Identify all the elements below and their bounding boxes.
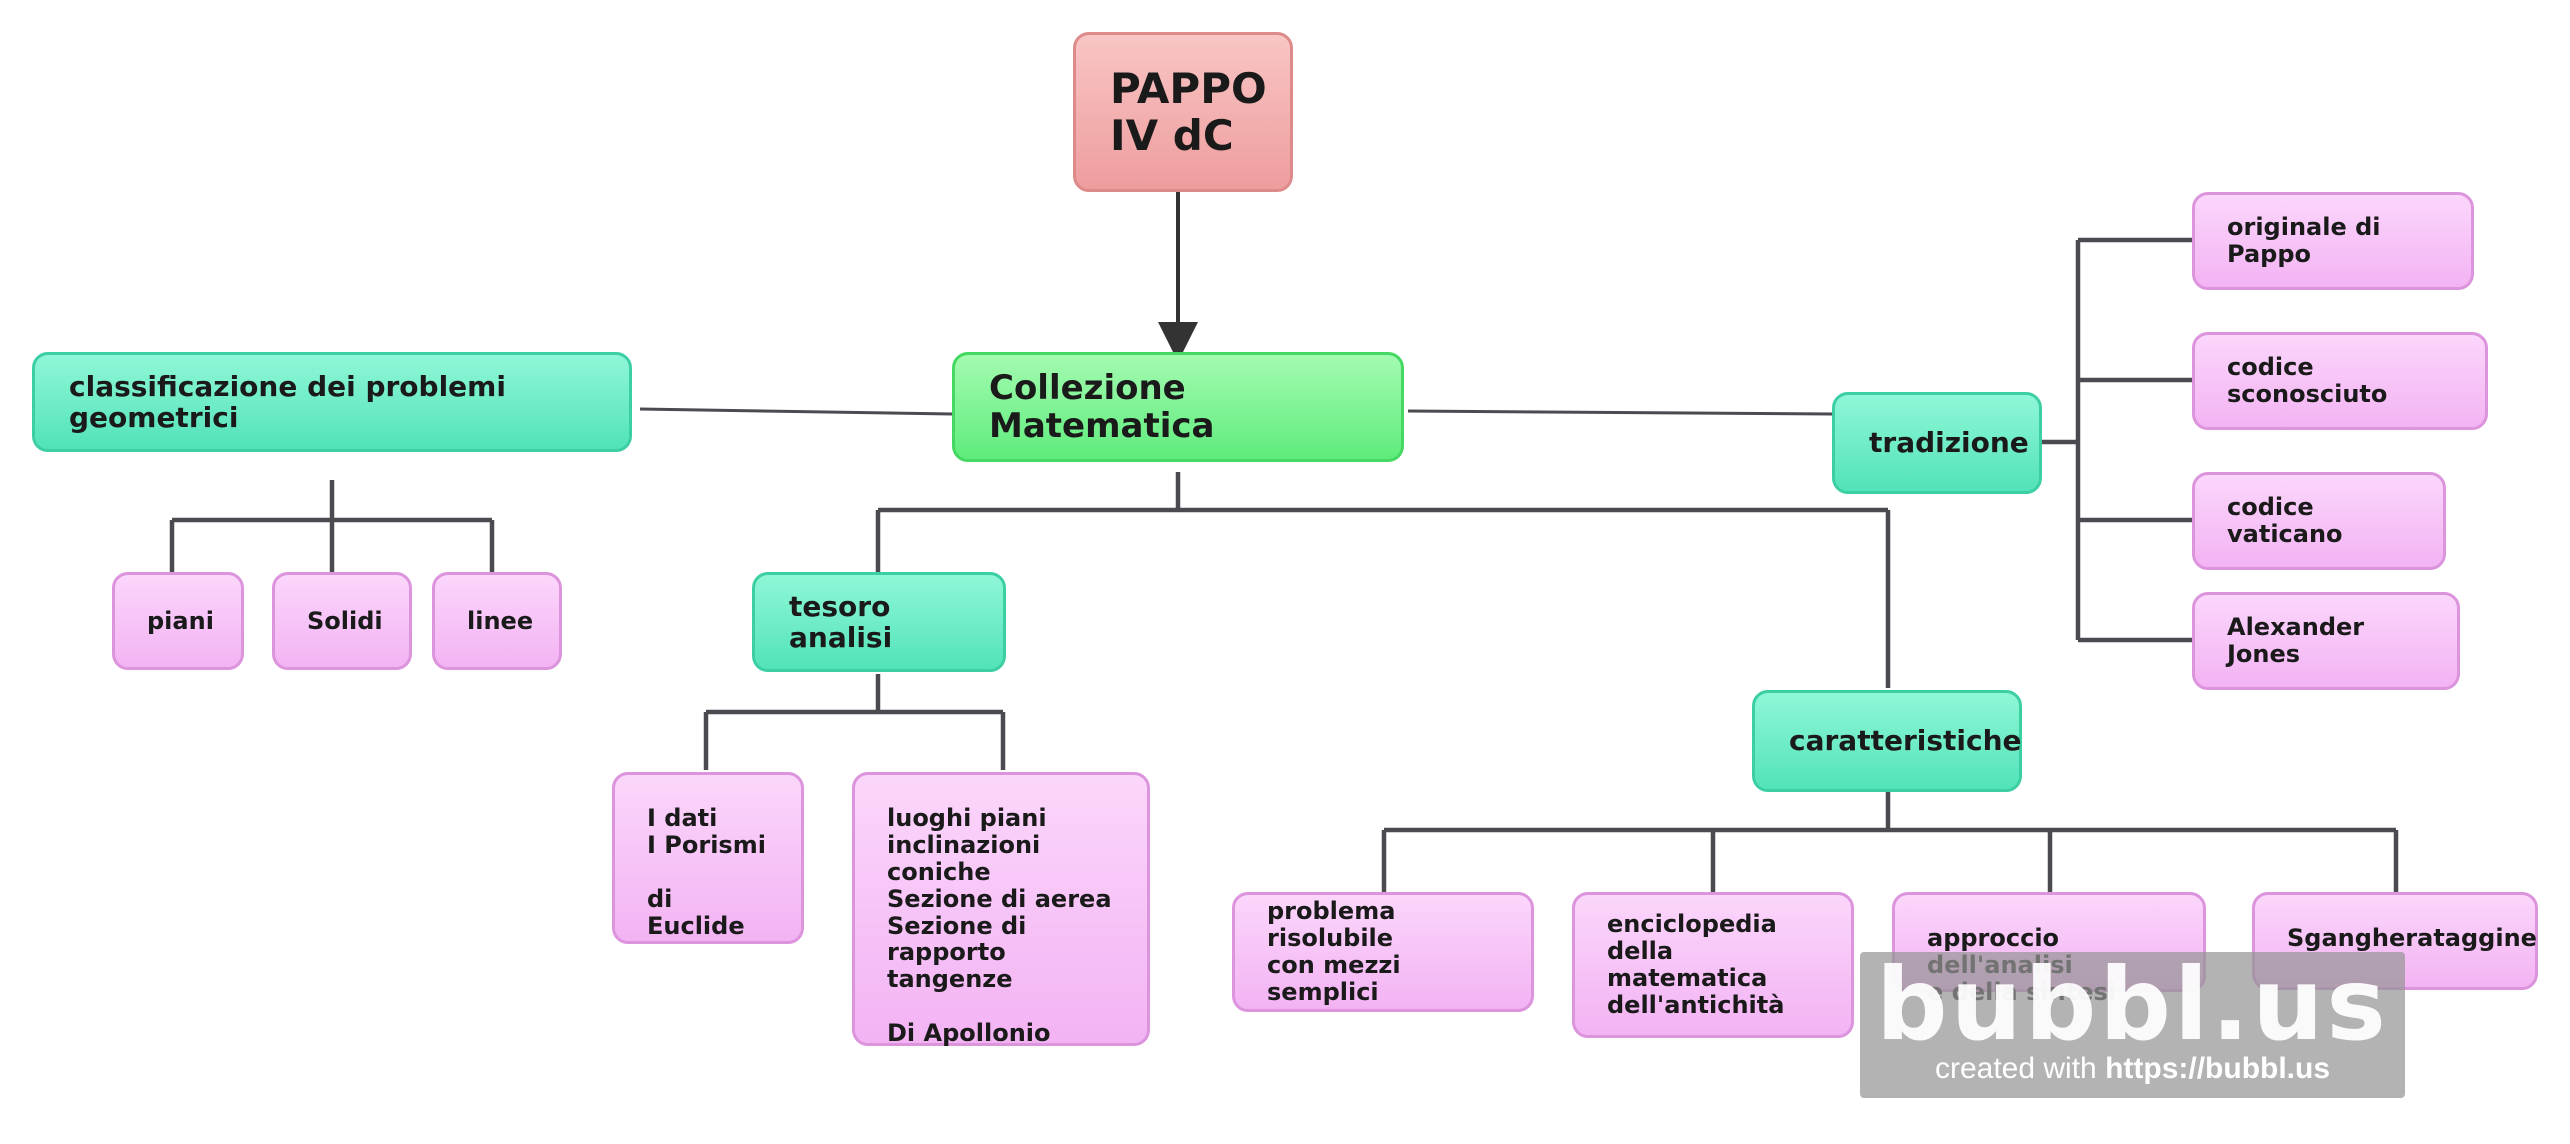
node-caratteristiche[interactable]: caratteristiche	[1752, 690, 2022, 792]
node-collezione-matematica[interactable]: Collezione Matematica	[952, 352, 1404, 462]
link-tesoro-children	[703, 674, 1006, 770]
link-main-tradizione	[1407, 409, 1833, 416]
watermark-logo: bubbl.us	[1876, 946, 2389, 1063]
node-solidi[interactable]: Solidi	[272, 572, 412, 670]
node-codice-vaticano[interactable]: codice vaticano	[2192, 472, 2446, 570]
node-piani[interactable]: piani	[112, 572, 244, 670]
node-root[interactable]: PAPPO IV dC	[1073, 32, 1293, 192]
node-linee[interactable]: linee	[432, 572, 562, 670]
node-enciclopedia[interactable]: enciclopedia della matematica dell'antic…	[1572, 892, 1854, 1038]
link-main-classificazione	[639, 407, 953, 416]
node-luoghi-piani[interactable]: luoghi piani inclinazioni coniche Sezion…	[852, 772, 1150, 1046]
watermark-caption-prefix: created with	[1934, 1052, 2106, 1085]
link-main-branches	[875, 472, 1891, 688]
watermark-caption: created with https://bubbl.us	[1860, 1052, 2405, 1086]
link-tradizione-children	[2042, 237, 2192, 643]
node-alexander-jones[interactable]: Alexander Jones	[2192, 592, 2460, 690]
node-classificazione[interactable]: classificazione dei problemi geometrici	[32, 352, 632, 452]
link-classificazione-children	[169, 480, 495, 572]
node-problema-risolubile[interactable]: problema risolubile con mezzi semplici	[1232, 892, 1534, 1012]
node-originale-di-pappo[interactable]: originale di Pappo	[2192, 192, 2474, 290]
node-codice-sconosciuto[interactable]: codice sconosciuto	[2192, 332, 2488, 430]
node-tesoro-analisi[interactable]: tesoro analisi	[752, 572, 1006, 672]
node-i-dati[interactable]: I dati I Porismi di Euclide	[612, 772, 804, 944]
node-tradizione[interactable]: tradizione	[1832, 392, 2042, 494]
watermark-url-link[interactable]: https://bubbl.us	[2105, 1052, 2331, 1085]
bubbl-us-watermark: bubbl.us created with https://bubbl.us	[1860, 946, 2405, 1098]
link-caratteristiche-children	[1381, 792, 2399, 892]
